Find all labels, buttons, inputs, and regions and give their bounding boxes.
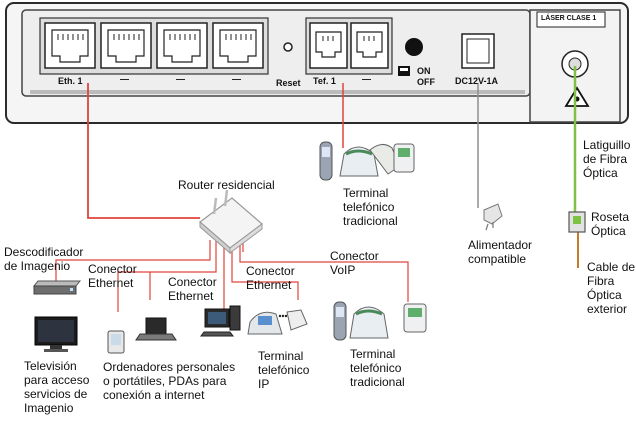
traditional-phones-bottom-icon bbox=[333, 301, 427, 341]
ordenadores-label: Ordenadores personales o portátiles, PDA… bbox=[103, 360, 236, 402]
conector-voip-label: Conector VoIP bbox=[330, 249, 379, 277]
router-back-panel bbox=[5, 2, 629, 124]
tel-label-2: — bbox=[362, 74, 371, 84]
cables bbox=[55, 66, 579, 312]
set-top-box-icon bbox=[32, 280, 82, 295]
descodificador-label: Descodificador de Imagenio bbox=[4, 245, 84, 273]
phone-jack-icon bbox=[350, 22, 389, 69]
phone-jack-icon bbox=[309, 22, 348, 69]
reset-button-icon bbox=[283, 42, 293, 52]
power-off-label: OFF bbox=[417, 77, 435, 87]
fiber-rosette-icon bbox=[568, 211, 586, 233]
conector-ethernet-label-1: Conector Ethernet bbox=[88, 262, 137, 290]
desktop-pc-icon bbox=[200, 305, 241, 337]
ethernet-cable-stb bbox=[55, 240, 211, 282]
laser-label-box bbox=[536, 11, 606, 28]
roseta-label: Roseta Óptica bbox=[591, 210, 630, 238]
terminal-ip-label: Terminal telefónico IP bbox=[258, 349, 310, 391]
power-switch-icon bbox=[398, 38, 423, 76]
television-label: Televisión para acceso servicios de Imag… bbox=[24, 359, 90, 415]
router-label: Router residencial bbox=[178, 178, 275, 192]
pda-icon bbox=[107, 330, 125, 354]
ip-phone-icon bbox=[247, 309, 308, 335]
alimentador-label: Alimentador compatible bbox=[468, 238, 533, 266]
power-on-label: ON bbox=[417, 66, 431, 76]
terminal-bottom-label: Terminal telefónico tradicional bbox=[350, 347, 405, 389]
latiguillo-label: Latiguillo de Fibra Óptica bbox=[583, 138, 631, 180]
ethernet-cable-ip-phone bbox=[231, 240, 299, 300]
conector-ethernet-label-2: Conector Ethernet bbox=[168, 275, 217, 303]
port-label-eth4: — bbox=[232, 74, 241, 84]
television-icon bbox=[34, 316, 78, 352]
port-label-eth1: Eth. 1 bbox=[58, 76, 83, 86]
fiber-connector-icon bbox=[561, 50, 589, 78]
ethernet-cable-pda bbox=[117, 240, 217, 312]
port-label-eth3: — bbox=[176, 74, 185, 84]
port-label-eth2: — bbox=[120, 74, 129, 84]
tel-label-1: Tef. 1 bbox=[313, 76, 336, 86]
router-icon bbox=[199, 189, 263, 255]
ethernet-port-icon bbox=[212, 22, 264, 69]
reset-label: Reset bbox=[276, 78, 301, 88]
panel-baseline bbox=[30, 90, 525, 94]
dc-jack-icon bbox=[461, 33, 495, 69]
laser-class-label: LÁSER CLASE 1 bbox=[541, 15, 597, 22]
dc-label: DC12V-1A bbox=[455, 76, 499, 86]
terminal-top-label: Terminal telefónico tradicional bbox=[343, 186, 398, 228]
ethernet-cable-panel bbox=[87, 83, 200, 219]
traditional-phones-top-icon bbox=[319, 141, 415, 181]
cable-fibra-label: Cable de Fibra Óptica exterior bbox=[587, 260, 636, 316]
voip-cable bbox=[239, 240, 409, 302]
ethernet-port-icon bbox=[44, 22, 96, 69]
ethernet-port-icon bbox=[100, 22, 152, 69]
conector-ethernet-label-3: Conector Ethernet bbox=[246, 264, 295, 292]
power-adapter-icon bbox=[483, 203, 503, 231]
laptop-icon bbox=[135, 317, 177, 341]
laser-warning-icon bbox=[564, 86, 590, 107]
ethernet-port-icon bbox=[156, 22, 208, 69]
